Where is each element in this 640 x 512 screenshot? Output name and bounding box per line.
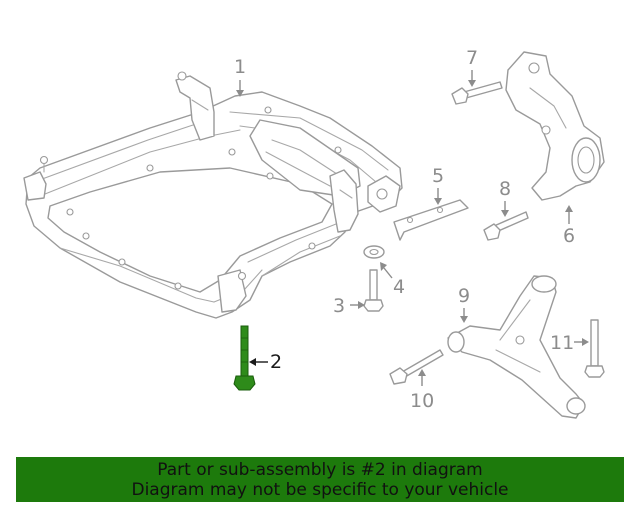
bolt-part-10 [389,349,444,385]
callout-11: 11 [550,332,589,354]
callout-3: 3 [333,295,365,317]
bolt-part-7 [451,81,503,105]
callout-7: 7 [466,47,478,87]
callout-2: 2 [249,351,282,373]
callout-6: 6 [563,205,575,247]
callout-1: 1 [234,56,246,97]
bolt-part-3 [363,269,384,312]
callout-10: 10 [410,369,434,412]
bracket-part-5 [393,199,469,241]
svg-text:11: 11 [550,332,574,354]
svg-text:8: 8 [499,178,511,200]
svg-text:7: 7 [466,47,478,69]
svg-text:6: 6 [563,225,575,247]
svg-text:4: 4 [393,276,405,298]
svg-text:1: 1 [234,56,246,78]
svg-text:2: 2 [270,351,282,373]
knuckle-part-6 [505,51,605,201]
banner-line-disclaimer: Diagram may not be specific to your vehi… [131,480,509,500]
subframe [23,71,403,319]
bolt-part-8 [483,211,529,241]
svg-text:3: 3 [333,295,345,317]
svg-text:10: 10 [410,390,434,412]
banner-line-part-number: Part or sub-assembly is #2 in diagram [157,460,483,480]
callout-9: 9 [458,285,470,323]
callout-5: 5 [432,165,444,205]
bolt-part-11 [584,319,605,378]
bolt-part-2[interactable] [233,325,256,391]
svg-text:5: 5 [432,165,444,187]
control-arm-part-9 [447,275,586,419]
callout-8: 8 [499,178,511,217]
info-banner: Part or sub-assembly is #2 in diagram Di… [16,457,624,502]
washer-part-4 [363,245,385,259]
callout-4: 4 [380,262,405,298]
svg-text:9: 9 [458,285,470,307]
